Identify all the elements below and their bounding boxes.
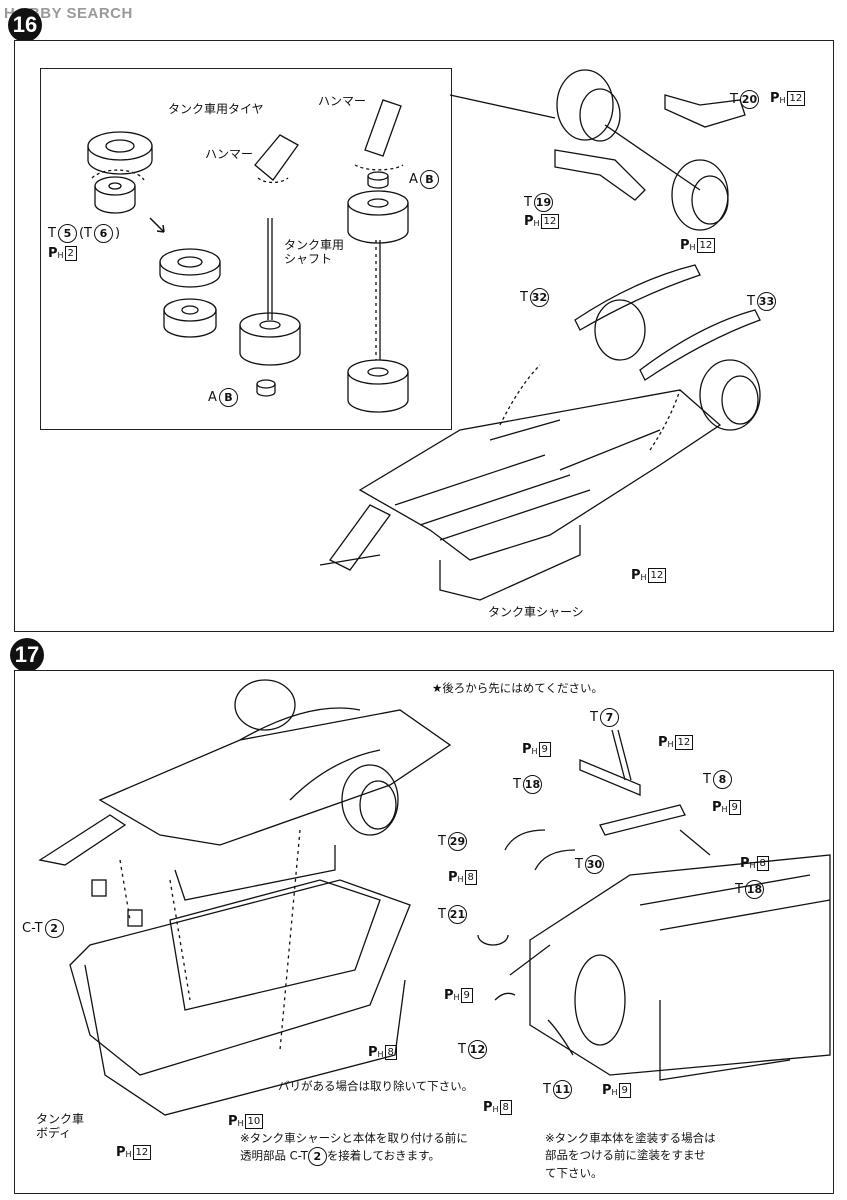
wheel-detail-inset <box>40 68 452 430</box>
axle-assembly-drawing <box>554 69 746 231</box>
pipe-assembly-drawing <box>477 729 711 1056</box>
hammer-label-2: ハンマー <box>318 94 367 108</box>
tire-label: タンク車用タイヤ <box>168 102 264 116</box>
shaft-label-line2: シャフト <box>284 252 333 267</box>
part-number-badge: 5 <box>57 224 77 243</box>
part-t33: T 33 <box>747 292 776 311</box>
wheel-hub-drawing <box>91 169 145 214</box>
part-number-badge: 21 <box>447 905 467 924</box>
tank-body-label-line2: ボディ <box>36 1126 72 1141</box>
callout-line <box>449 94 556 119</box>
part-number-badge: 20 <box>739 90 759 109</box>
part-number-badge: 18 <box>522 775 542 794</box>
part-number-badge: B <box>419 170 439 189</box>
burr-note: バリがある場合は取り除いて下さい。 <box>278 1079 474 1093</box>
chassis-rear-drawing <box>509 854 831 1081</box>
double-wheel-drawing-2 <box>347 190 409 244</box>
part-t21: T 21 <box>438 905 467 924</box>
part-number-badge: 11 <box>552 1080 572 1099</box>
tire-assembled-drawing <box>159 248 221 338</box>
leaf-spring-drawing <box>574 264 761 431</box>
tank-body-drawing <box>69 829 411 1116</box>
part-number-badge: 12 <box>467 1040 487 1059</box>
part-t20: T 20 <box>730 90 759 109</box>
part-number-badge: 32 <box>529 288 549 307</box>
part-number-badge: 18 <box>744 880 764 899</box>
part-ab-2: A B <box>409 170 439 189</box>
part-number-badge: 29 <box>447 832 467 851</box>
part-t7: T 7 <box>590 708 619 727</box>
part-ab-1: A B <box>208 388 238 407</box>
step-17-badge: 17 <box>10 638 44 672</box>
tank-body-label: タンク車 ボディ <box>36 1112 84 1141</box>
double-wheel-drawing-3 <box>347 359 409 413</box>
part-t30: T 30 <box>575 855 604 874</box>
part-number-badge: 19 <box>533 193 553 212</box>
part-ct2: C-T 2 <box>22 919 64 938</box>
part-number-badge: 6 <box>93 224 113 243</box>
tank-body-label-line1: タンク車 <box>36 1112 85 1126</box>
part-t29: T 29 <box>438 832 467 851</box>
part-t18-b: T 18 <box>735 880 764 899</box>
hammer-drawing <box>254 134 299 181</box>
note-painting-line1: ※タンク車本体を塗装する場合は <box>545 1131 716 1145</box>
part-t11: T 11 <box>543 1080 572 1099</box>
part-number-badge: 30 <box>584 855 604 874</box>
part-t5: T 5 (T 6 ) <box>48 224 121 243</box>
part-number-badge: B <box>218 388 238 407</box>
hammer-label-1: ハンマー <box>205 147 254 161</box>
arrow-icon <box>149 217 165 233</box>
note-painting: ※タンク車本体を塗装する場合は 部品をつける前に塗装をすませ て下さい。 <box>545 1130 716 1182</box>
part-number-badge: 8 <box>712 770 732 789</box>
tire-drawing <box>87 131 153 175</box>
install-order-note: ★後ろから先にはめてください。 <box>432 681 603 695</box>
part-t18-a: T 18 <box>513 775 542 794</box>
double-wheel-drawing-1 <box>239 312 301 366</box>
part-number-badge: 7 <box>599 708 619 727</box>
part-number-badge: 2 <box>44 919 64 938</box>
part-t19: T 19 <box>524 193 553 212</box>
chassis-label: タンク車シャーシ <box>488 605 584 619</box>
shaft-label: タンク車用 シャフト <box>284 238 344 267</box>
part-t8: T 8 <box>703 770 732 789</box>
step-17-frame <box>14 670 834 1194</box>
note-clear-parts-line1: ※タンク車シャーシと本体を取り付ける前に <box>240 1131 468 1145</box>
chassis-drawing <box>319 364 722 601</box>
hammer-drawing <box>364 99 402 157</box>
part-number-badge: 33 <box>756 292 776 311</box>
step-16-badge: 16 <box>8 8 42 42</box>
part-t12: T 12 <box>458 1040 487 1059</box>
part-number-badge: 2 <box>307 1147 327 1167</box>
chassis-top-drawing <box>38 679 452 901</box>
part-t32: T 32 <box>520 288 549 307</box>
note-painting-line2: 部品をつける前に塗装をすませ <box>545 1148 706 1163</box>
note-painting-line3: て下さい。 <box>545 1165 603 1180</box>
cap-b-drawing-1 <box>256 379 276 397</box>
shaft-label-line1: タンク車用 <box>284 238 345 252</box>
